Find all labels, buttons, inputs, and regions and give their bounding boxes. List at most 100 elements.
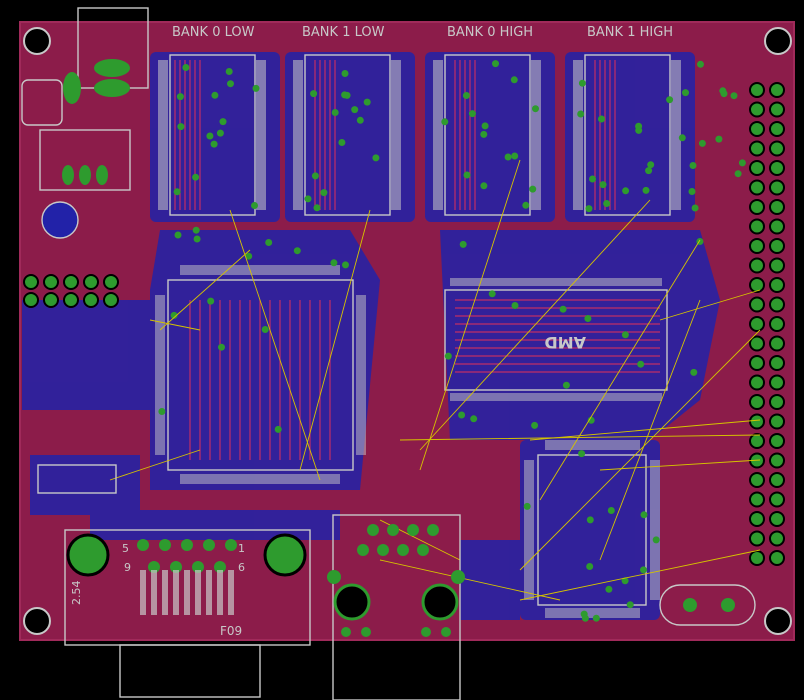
via	[626, 601, 634, 609]
via	[216, 129, 224, 137]
header-pin	[749, 140, 765, 157]
header-pin	[749, 218, 765, 235]
via	[589, 175, 596, 183]
header-pin	[769, 335, 785, 352]
via	[511, 152, 519, 160]
via	[463, 171, 471, 179]
header-pin	[23, 274, 39, 290]
via	[206, 132, 214, 140]
header-pin	[749, 511, 765, 527]
via	[511, 302, 519, 309]
header-pin	[769, 491, 785, 508]
via	[293, 247, 301, 255]
via	[170, 311, 178, 319]
via	[343, 91, 351, 99]
header-pin	[83, 274, 99, 290]
db9-pin-9: 9	[124, 561, 131, 574]
via	[689, 162, 697, 169]
via	[577, 110, 585, 118]
via	[559, 305, 567, 313]
via	[578, 450, 586, 458]
header-pin	[749, 101, 765, 118]
via	[177, 123, 185, 131]
via	[372, 154, 380, 162]
via	[605, 585, 613, 593]
via	[599, 181, 607, 189]
via	[192, 173, 200, 181]
header-pin	[769, 433, 785, 449]
header-pin	[43, 292, 59, 308]
via	[193, 235, 201, 243]
via	[592, 614, 600, 622]
connector-pitch: 2.54	[70, 581, 83, 606]
via	[320, 189, 328, 197]
via	[578, 79, 586, 87]
header-pin	[769, 257, 785, 274]
via	[637, 360, 645, 368]
via	[462, 92, 470, 99]
via	[691, 204, 699, 212]
via	[734, 170, 742, 178]
airwires	[109, 159, 761, 601]
via	[265, 239, 273, 246]
via	[720, 90, 728, 98]
via	[492, 60, 499, 68]
header-pin	[749, 257, 765, 274]
top-copper-traces	[174, 60, 660, 460]
via	[645, 167, 653, 175]
via	[621, 331, 629, 339]
via	[313, 204, 321, 212]
bank-0-low-label: BANK 0 LOW	[172, 25, 255, 40]
header-pin	[769, 82, 785, 98]
via	[715, 135, 723, 143]
via	[652, 536, 660, 544]
via	[182, 64, 190, 71]
db9-pin-5: 5	[122, 542, 129, 555]
via	[480, 182, 488, 190]
via	[504, 153, 512, 161]
header-pin	[749, 413, 765, 430]
via	[581, 614, 589, 622]
via	[176, 93, 184, 101]
via	[363, 98, 371, 106]
header-pin	[749, 472, 765, 488]
via	[523, 502, 531, 510]
header-pin	[749, 316, 765, 332]
via	[640, 566, 647, 574]
via	[261, 326, 269, 333]
via	[531, 421, 539, 429]
via	[697, 60, 704, 68]
via	[480, 130, 488, 138]
pin-header-right	[749, 82, 785, 566]
via	[331, 109, 339, 116]
via	[622, 187, 630, 195]
header-pin	[749, 160, 765, 176]
via	[192, 226, 200, 234]
header-pin	[749, 335, 765, 352]
db9-pin-6: 6	[238, 561, 245, 574]
header-pin	[769, 296, 785, 313]
via	[470, 415, 478, 423]
bank-1-low-label: BANK 1 LOW	[302, 25, 385, 40]
header-pin	[769, 277, 785, 293]
via	[738, 159, 746, 167]
header-pin	[103, 292, 119, 308]
header-pin	[749, 296, 765, 313]
via	[444, 352, 452, 360]
via	[584, 315, 592, 322]
header-pin	[63, 274, 79, 290]
bank-1-high-label: BANK 1 HIGH	[587, 25, 673, 40]
header-pin	[63, 292, 79, 308]
header-pin	[769, 179, 785, 196]
via	[211, 91, 219, 99]
header-pin	[749, 238, 765, 254]
via	[207, 297, 215, 305]
via	[562, 381, 570, 389]
via	[666, 96, 674, 104]
via	[586, 516, 594, 524]
pin-header-left	[23, 274, 119, 308]
via	[730, 92, 738, 100]
via	[218, 343, 225, 351]
via	[678, 134, 686, 142]
